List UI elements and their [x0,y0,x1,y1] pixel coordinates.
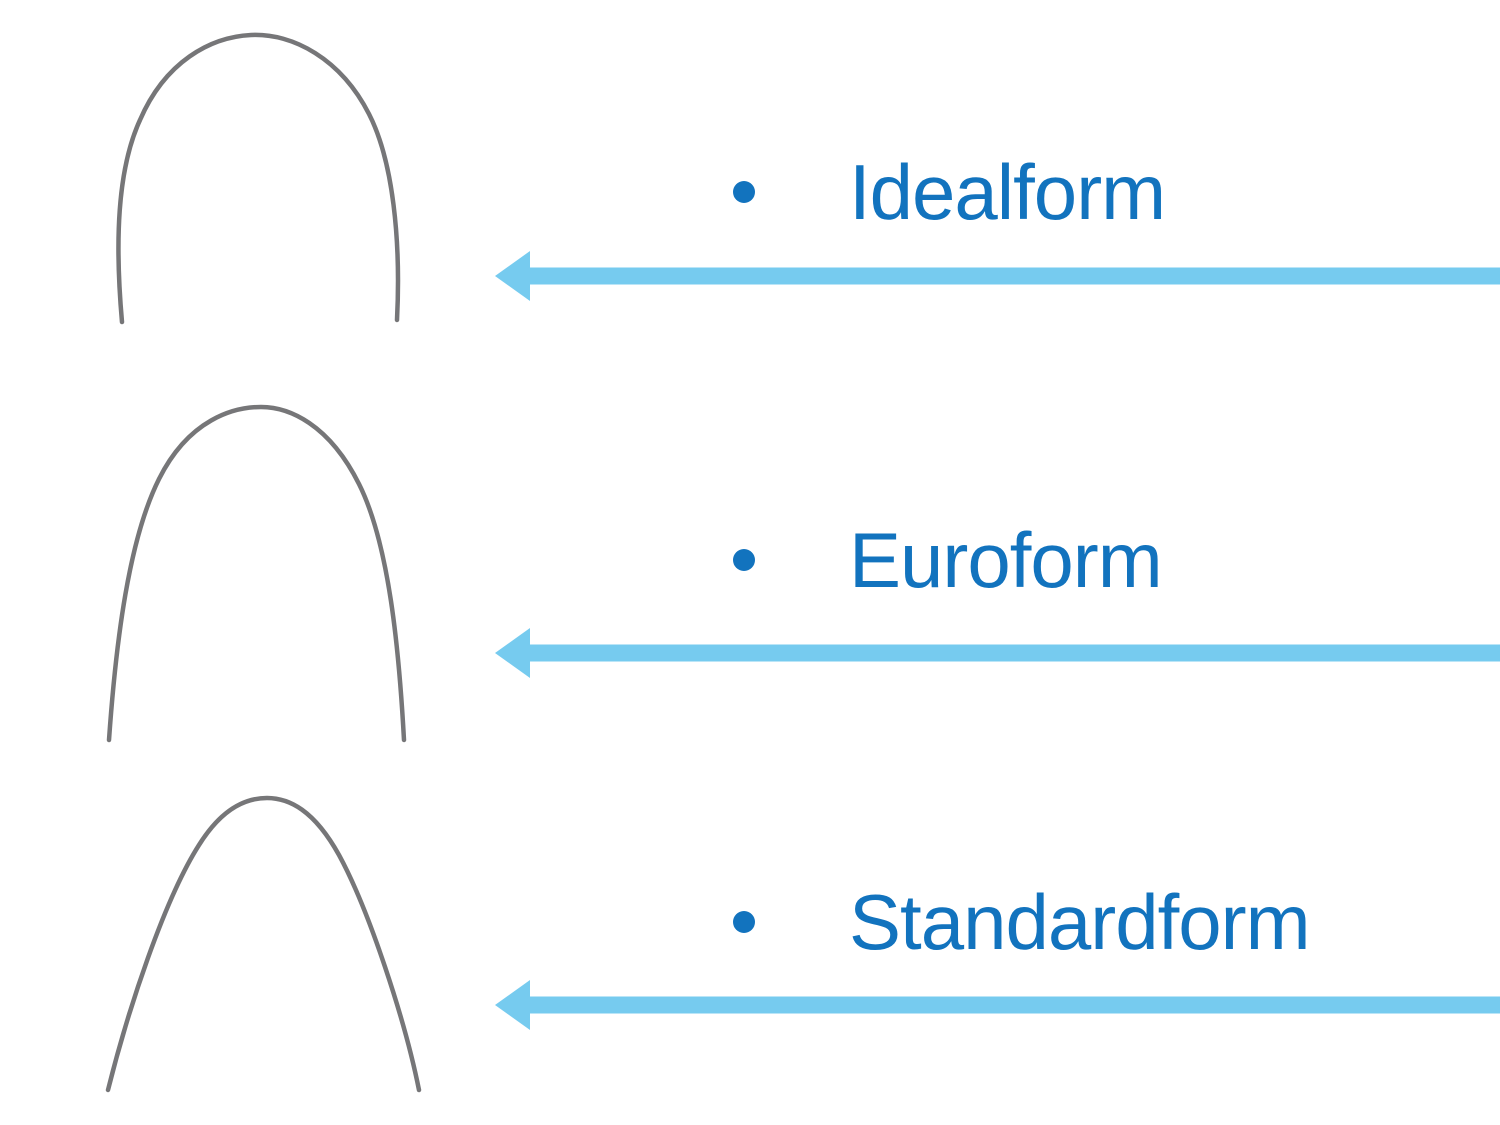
label-row-standardform: Standardform [733,876,1311,968]
left-arrow-head [495,251,530,301]
left-arrow-head [495,980,530,1030]
label-idealform: Idealform [849,148,1166,236]
left-arrow-shaft [525,996,1500,1014]
label-euroform: Euroform [849,516,1163,604]
label-standardform: Standardform [849,878,1311,966]
left-arrow-shaft [525,267,1500,285]
left-arrow-head [495,628,530,678]
left-arrow-shaft [525,644,1500,662]
idealform-wire-path [116,32,401,325]
standardform-wire-path [105,795,422,1093]
bullet-icon [733,181,755,203]
label-row-euroform: Euroform [733,514,1163,606]
euroform-wire-path [106,404,407,743]
bullet-icon [733,911,755,933]
left-arrow-icon [495,980,1500,1030]
standardform-archwire-image [105,795,422,1093]
euroform-archwire-image [106,404,407,743]
label-row-idealform: Idealform [733,146,1166,238]
idealform-archwire-image [116,32,401,325]
left-arrow-icon [495,628,1500,678]
left-arrow-icon [495,251,1500,301]
bullet-icon [733,549,755,571]
